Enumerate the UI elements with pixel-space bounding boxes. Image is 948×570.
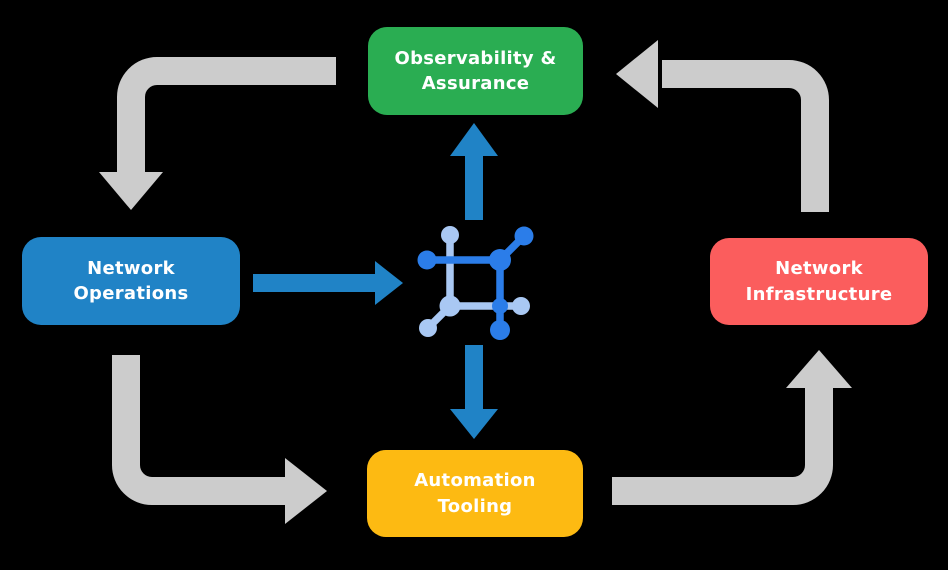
icon-node-bottom: [490, 320, 510, 340]
node-infrastructure-label: Network Infrastructure: [745, 258, 893, 305]
node-observability-label: Observability & Assurance: [394, 47, 557, 94]
node-observability-assurance: Observability & Assurance: [368, 27, 583, 115]
arrow-infrastructure-to-observability: [616, 40, 829, 212]
arrow-center-to-automation: [450, 345, 498, 439]
node-network-infrastructure: Network Infrastructure: [710, 238, 928, 325]
node-automation-tooling: Automation Tooling: [367, 450, 583, 537]
arrow-operations-to-automation: [112, 355, 327, 524]
network-fabric-icon: [417, 226, 534, 340]
icon-node-right: [512, 297, 530, 315]
icon-node-left: [417, 250, 437, 270]
node-automation-label: Automation Tooling: [414, 470, 536, 517]
arrow-operations-to-center: [253, 261, 403, 305]
icon-hub-bottom-left: [439, 295, 461, 317]
icon-node-bottom-left: [419, 319, 437, 337]
node-operations-label: Network Operations: [73, 257, 189, 304]
icon-hub-top-right: [489, 249, 511, 271]
icon-hub-bottom-right: [492, 298, 508, 314]
arrow-center-to-observability: [450, 123, 498, 220]
icon-node-top-right: [514, 226, 534, 246]
icon-node-top: [441, 226, 459, 244]
arrow-observability-to-operations: [99, 57, 336, 210]
arrow-automation-to-infrastructure: [612, 350, 852, 505]
node-network-operations: Network Operations: [22, 237, 240, 325]
